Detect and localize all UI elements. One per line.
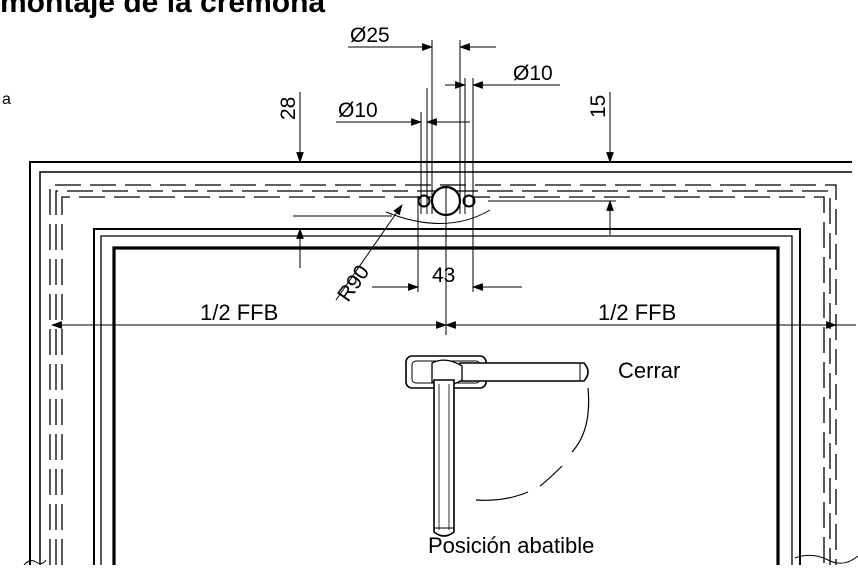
dim-d25: Ø25	[350, 24, 390, 47]
hole-extension-lines	[417, 40, 474, 335]
label-fold-position: Posición abatible	[428, 533, 594, 558]
swing-arc	[475, 387, 590, 501]
label-close: Cerrar	[618, 358, 680, 383]
hole-d10-left	[417, 194, 431, 208]
frame-outer-profile	[29, 161, 852, 565]
handle-closed	[405, 355, 589, 389]
dim-h15: 15	[587, 95, 610, 118]
frame-outer-inner-line	[39, 171, 852, 565]
dim-line-r90	[335, 204, 403, 301]
dim-half-ffb-right: 1/2 FFB	[598, 300, 676, 325]
dim-half-ffb-left: 1/2 FFB	[200, 300, 278, 325]
side-marker: a	[2, 91, 11, 108]
drawing-title: montaje de la cremona	[0, 0, 326, 19]
hole-d10-right	[462, 194, 476, 208]
radius-arc	[385, 209, 491, 224]
handle-fold	[433, 379, 455, 537]
dim-h28: 28	[277, 97, 300, 120]
dim-r90: R90	[333, 261, 374, 306]
dim-w43: 43	[432, 264, 455, 287]
break-right	[794, 554, 858, 564]
dim-d10-right: Ø10	[513, 62, 553, 85]
sash-outer-line	[93, 228, 801, 565]
dim-d10-left: Ø10	[338, 99, 378, 122]
break-left	[23, 559, 47, 566]
